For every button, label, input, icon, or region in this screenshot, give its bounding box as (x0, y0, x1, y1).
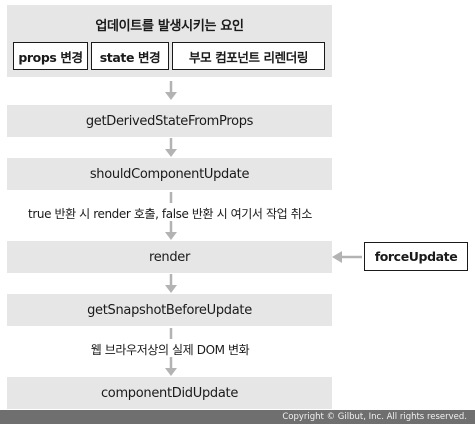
flow-connector-line (169, 192, 173, 203)
step-get-derived-state-from-props: getDerivedStateFromProps (7, 105, 332, 137)
cause-state-change-label: state 변경 (99, 49, 161, 65)
cause-props-change: props 변경 (13, 42, 88, 70)
update-causes-title: 업데이트를 발생시키는 요인 (95, 19, 244, 34)
step-render-label: render (148, 249, 191, 265)
step-component-did-update-label: componentDidUpdate (100, 385, 239, 401)
force-update-label: forceUpdate (374, 249, 458, 264)
step-component-did-update: componentDidUpdate (7, 377, 332, 409)
dom-change-caption: 웹 브라우저상의 실제 DOM 변화 (90, 343, 250, 357)
flow-arrow-icon (165, 274, 177, 293)
flow-arrow-icon (165, 357, 177, 376)
copyright-footer: Copyright © Gilbut, Inc. All rights rese… (0, 410, 475, 424)
step-should-component-update: shouldComponentUpdate (7, 158, 332, 190)
should-update-result-caption: true 반환 시 render 호출, false 반환 시 여기서 작업 취… (28, 207, 312, 221)
flow-arrow-icon (165, 138, 177, 157)
cause-props-change-label: props 변경 (18, 49, 83, 65)
step-get-snapshot-before-update: getSnapshotBeforeUpdate (7, 294, 332, 326)
cause-parent-rerender: 부모 컴포넌트 리렌더링 (172, 42, 325, 70)
flow-arrow-icon (165, 221, 177, 240)
flow-arrow-icon (165, 81, 177, 100)
cause-parent-rerender-label: 부모 컴포넌트 리렌더링 (189, 49, 308, 65)
step-get-snapshot-before-update-label: getSnapshotBeforeUpdate (87, 302, 252, 318)
flow-connector-line (169, 328, 173, 339)
cause-state-change: state 변경 (91, 42, 169, 70)
step-get-derived-state-from-props-label: getDerivedStateFromProps (85, 113, 254, 129)
force-update-arrow-icon (332, 251, 362, 263)
force-update-box: forceUpdate (364, 242, 468, 271)
step-render: render (7, 241, 332, 273)
step-should-component-update-label: shouldComponentUpdate (89, 166, 250, 182)
